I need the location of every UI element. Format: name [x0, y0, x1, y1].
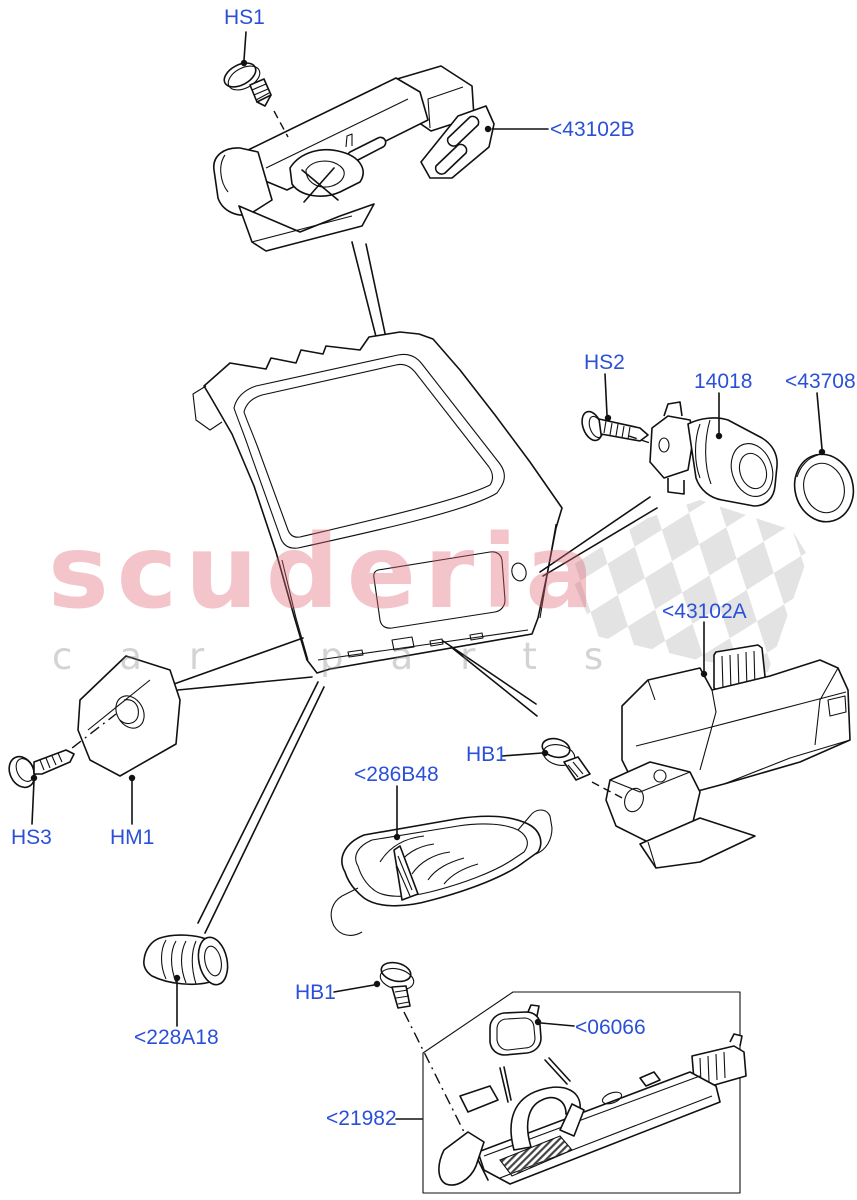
pointer-cylinder [539, 496, 658, 577]
label-hb1-upper[interactable]: HB1 [466, 743, 507, 766]
label-hb1-lower[interactable]: HB1 [295, 981, 336, 1004]
lock-cylinder-drawing [649, 401, 778, 507]
upper-latch-drawing [213, 65, 495, 252]
label-hs1[interactable]: HS1 [224, 6, 265, 29]
label-43102b[interactable]: <43102B [550, 118, 635, 141]
latch-bracket-drawing [438, 1033, 747, 1186]
label-43102a[interactable]: <43102A [662, 600, 747, 623]
screw-hs1-drawing [223, 62, 289, 138]
striker-wedge-drawing [53, 655, 181, 777]
label-hm1[interactable]: HM1 [110, 826, 155, 849]
pointer-striker [173, 637, 313, 691]
latch-bracket-box [422, 991, 741, 1194]
label-228a18[interactable]: <228A18 [134, 1026, 219, 1049]
bumper-drawing [143, 934, 229, 986]
tailgate-drawing [192, 331, 563, 674]
label-14018[interactable]: 14018 [694, 370, 753, 393]
label-43708[interactable]: <43708 [785, 370, 856, 393]
leader-lines [30, 31, 826, 1120]
handle-tray-drawing [330, 809, 553, 936]
pointer-lower-latch [442, 640, 538, 717]
screw-hs2-drawing [581, 410, 666, 449]
bezel-ring-drawing [793, 453, 855, 523]
cap-drawing [489, 1004, 571, 1103]
label-06066[interactable]: <06066 [575, 1016, 646, 1039]
bolt-hb1-lower-drawing [379, 961, 489, 1181]
checkered-flag-watermark [568, 500, 808, 672]
label-hs2[interactable]: HS2 [584, 351, 625, 374]
label-hs3[interactable]: HS3 [11, 826, 52, 849]
pointer-bumper [197, 681, 325, 934]
label-21982[interactable]: <21982 [326, 1107, 397, 1130]
label-286b48[interactable]: <286B48 [354, 763, 439, 786]
bolt-hb1-upper-drawing [541, 737, 627, 801]
lower-latch-drawing [605, 644, 851, 869]
screw-hs3-drawing [8, 749, 75, 789]
